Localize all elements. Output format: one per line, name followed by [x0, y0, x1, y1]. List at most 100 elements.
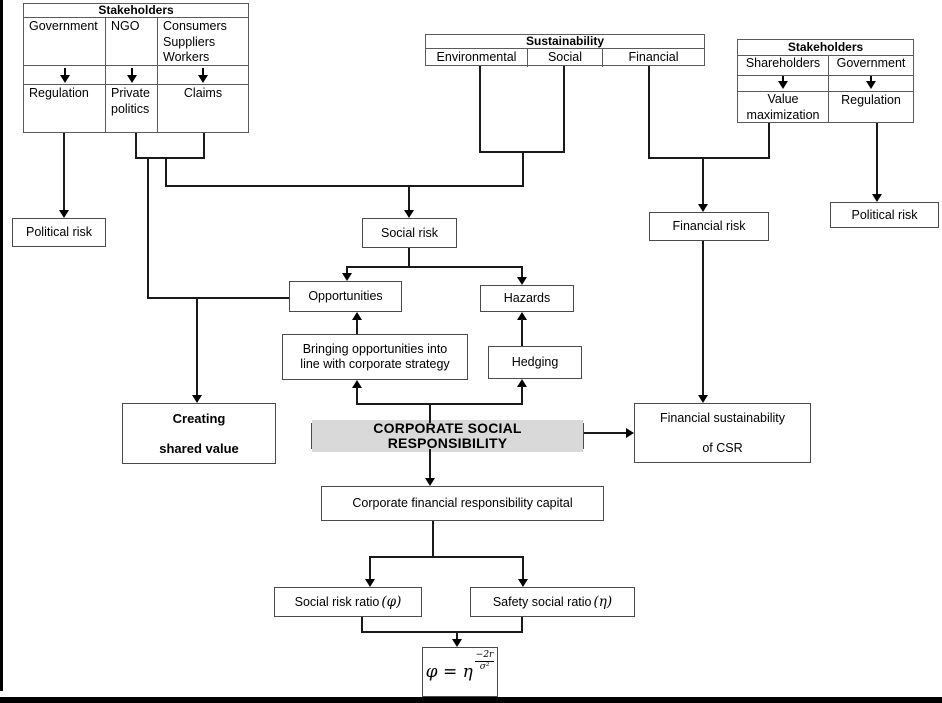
connector-safety-ratio-drop: [521, 617, 523, 633]
table-cell-shareholders: Shareholders: [738, 56, 829, 75]
box-label: Social risk: [381, 225, 438, 240]
connector-social-ratio-drop: [361, 617, 363, 633]
arrowhead-down: [342, 273, 352, 281]
connector-social-drop: [563, 66, 565, 153]
connector-capital-stem: [432, 521, 434, 558]
hedging-box: Hedging: [488, 346, 582, 379]
down-arrow-icon: [59, 68, 70, 83]
arrowhead-down: [517, 277, 527, 285]
table-cell-social: Social: [528, 49, 603, 67]
table-cell-ngo: NGO: [106, 18, 158, 65]
table-cell-value-maximization: Value maximization: [738, 92, 829, 123]
eta-symbol: (η): [593, 593, 613, 610]
connector-csr-up-fork: [356, 403, 523, 405]
connector-hedging-to-hazards: [521, 319, 523, 346]
connector-value-max-drop: [768, 123, 770, 159]
down-arrow-icon: [778, 76, 788, 89]
social-risk-ratio-box: Social risk ratio(φ): [274, 587, 422, 617]
table-row: Shareholders Government: [738, 56, 913, 76]
connector-csr-up-stem: [429, 404, 431, 423]
box-label: Creating shared value: [159, 411, 239, 456]
creating-shared-value-box: Creating shared value: [122, 403, 276, 464]
arrowhead-right: [626, 428, 634, 438]
box-label: Financial sustainability of CSR: [659, 410, 786, 455]
connector-capital-fork: [369, 556, 524, 558]
box-label: Social risk ratio: [294, 594, 380, 609]
table-row: Government NGO Consumers Suppliers Worke…: [24, 18, 248, 66]
down-arrow-icon: [126, 68, 137, 83]
connector-to-opportunities: [147, 297, 289, 299]
csr-highlighted-label: CORPORATE SOCIAL RESPONSIBILITY: [312, 420, 583, 452]
cfr-capital-box: Corporate financial responsibility capit…: [321, 486, 604, 521]
table-cell-consumers: Consumers Suppliers Workers: [163, 19, 227, 64]
connector-sustainability-to-social-line: [522, 152, 524, 186]
table-row: Value maximization Regulation: [738, 92, 913, 123]
arrowhead-up: [352, 312, 362, 320]
connector-regulation-right-political-risk: [876, 123, 878, 195]
csr-box: CORPORATE SOCIAL RESPONSIBILITY: [311, 420, 584, 452]
connector-finrisk-to-finsust: [702, 241, 704, 396]
arrowhead-down: [452, 639, 462, 647]
box-label: Bringing opportunities into line with co…: [300, 342, 450, 371]
connector-to-social-ratio: [369, 556, 371, 580]
table-cell: [738, 76, 829, 91]
hazards-box: Hazards: [480, 285, 574, 312]
connector-social-risk-arrow: [408, 186, 410, 211]
connector-environmental-drop: [479, 66, 481, 153]
connector-csr-to-bringing: [356, 387, 358, 404]
down-arrow-icon: [198, 68, 208, 83]
table-title: Stakeholders: [738, 40, 913, 56]
connector-social-risk-split: [346, 266, 523, 268]
formula-exponent-numerator: −2r: [474, 650, 495, 662]
table-cell-regulation: Regulation: [24, 85, 106, 132]
table-cell: [829, 76, 913, 91]
connector-to-safety-ratio: [522, 556, 524, 580]
table-cell: [158, 66, 248, 84]
connector-claims-drop: [203, 133, 205, 159]
stakeholders-right-table: Stakeholders Shareholders Government Val…: [737, 39, 914, 123]
arrowhead-down: [404, 210, 414, 218]
table-cell-environmental: Environmental: [426, 49, 528, 67]
box-label: Opportunities: [308, 289, 383, 303]
connector-left-bracket: [135, 157, 205, 159]
down-arrow-icon: [866, 76, 876, 89]
formula-base: φ = η: [425, 661, 473, 682]
connector-financial-drop: [648, 66, 650, 159]
table-title: Sustainability: [426, 35, 704, 49]
political-risk-left-box: Political risk: [12, 218, 106, 247]
box-label: Hazards: [503, 291, 551, 305]
arrowhead-down: [425, 478, 435, 486]
table-cell-government: Government: [24, 18, 106, 65]
safety-social-ratio-box: Safety social ratio(η): [470, 587, 635, 617]
box-label: Financial risk: [672, 219, 746, 233]
table-arrow-row: [24, 66, 248, 85]
connector-left-to-social-line: [165, 158, 167, 187]
arrowhead-down: [698, 395, 708, 403]
table-arrow-row: [738, 76, 913, 92]
box-label: Safety social ratio: [492, 594, 592, 609]
formula-exponent-denominator: σ²: [479, 661, 490, 672]
sustainability-table: Sustainability Environmental Social Fina…: [425, 34, 705, 67]
connector-to-creating-shared-value: [196, 298, 198, 395]
connector-regulation-political-risk: [63, 133, 65, 211]
connector-social-risk-feed: [165, 185, 524, 187]
table-cell-claims: Claims: [183, 86, 223, 100]
table-cell-financial: Financial: [628, 50, 679, 64]
table-title: Stakeholders: [24, 4, 248, 18]
connector-financial-risk-arrow: [702, 158, 704, 204]
table-cell-private-politics: Private politics: [106, 85, 158, 132]
arrowhead-down: [872, 194, 882, 202]
connector-ratio-merge: [361, 631, 523, 633]
connector-csr-to-hedging: [521, 386, 523, 404]
box-label: Hedging: [511, 355, 559, 369]
table-cell-government: Government: [836, 56, 906, 70]
bottom-edge-scan-bar: [0, 697, 942, 703]
table-cell: [24, 66, 106, 84]
table-row: Environmental Social Financial: [426, 49, 704, 67]
connector-opportunities-arrow: [346, 266, 348, 274]
phi-symbol: (φ): [381, 593, 402, 610]
box-label: Political risk: [851, 207, 918, 222]
